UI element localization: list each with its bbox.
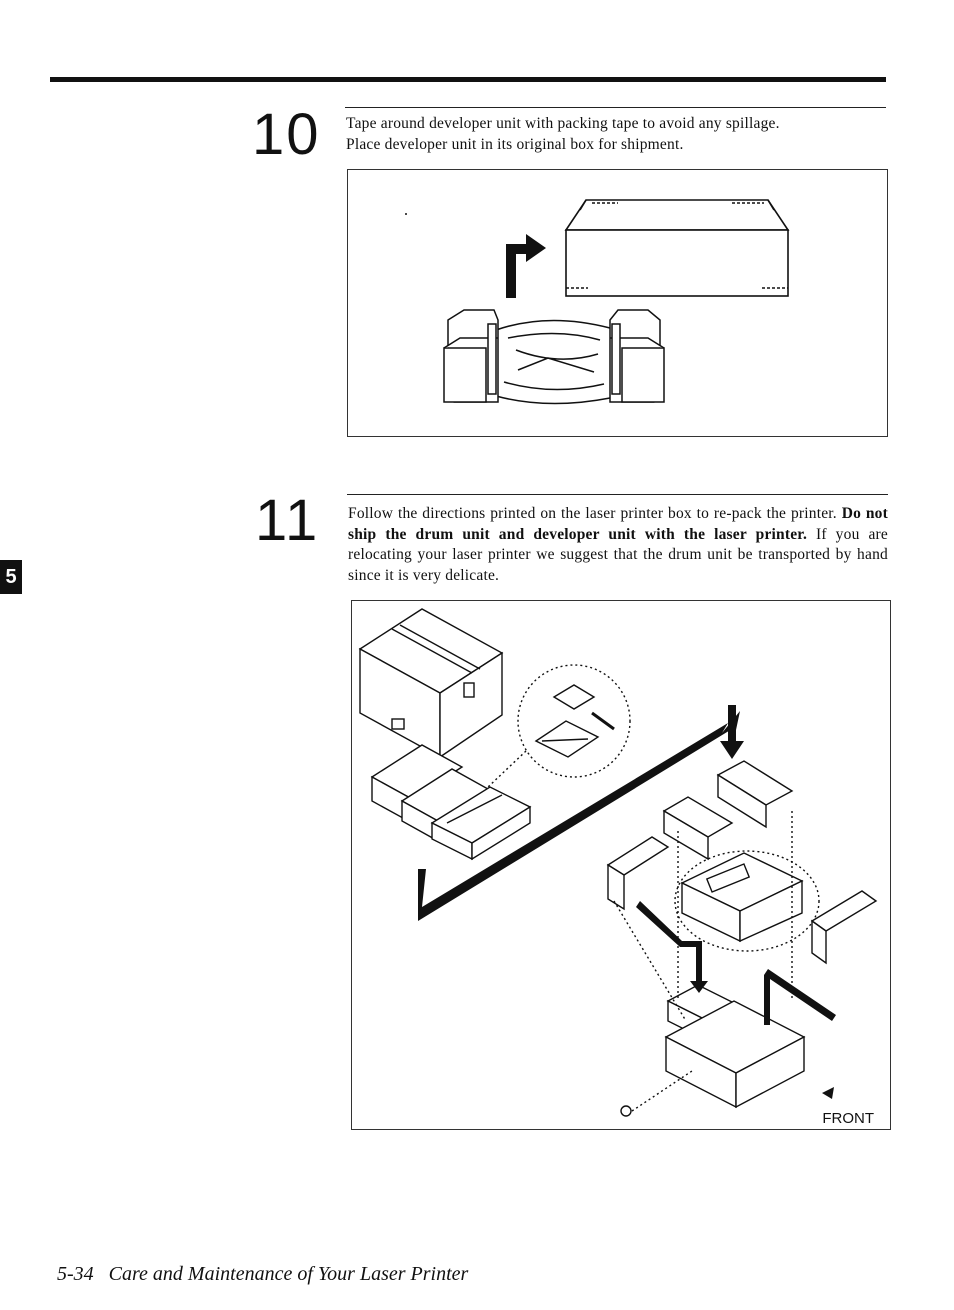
footer-page-number: 5-34 bbox=[57, 1263, 94, 1285]
step-11-text: Follow the directions printed on the las… bbox=[348, 504, 888, 586]
step-11-rule bbox=[347, 494, 888, 495]
section-tab: 5 bbox=[0, 560, 22, 594]
step-11-text-part-1: Follow the directions printed on the las… bbox=[348, 505, 842, 522]
header-rule bbox=[50, 77, 886, 82]
step-10-rule bbox=[345, 107, 886, 108]
step-10-text: Tape around developer unit with packing … bbox=[346, 114, 886, 155]
step-10-line-1: Tape around developer unit with packing … bbox=[346, 115, 780, 132]
developer-box-figure bbox=[347, 169, 888, 437]
step-number-11: 11 bbox=[255, 488, 320, 553]
footer-title: Care and Maintenance of Your Laser Print… bbox=[108, 1263, 469, 1285]
repack-illustration bbox=[358, 608, 878, 1117]
step-10-line-2: Place developer unit in its original box… bbox=[346, 135, 684, 153]
step-11-text-part-2: If you are relocating your laser printer… bbox=[348, 525, 888, 584]
front-label: FRONT bbox=[822, 1110, 874, 1127]
repack-printer-figure: FRONT bbox=[351, 600, 891, 1130]
step-11-warning: Do not ship the drum unit and developer … bbox=[348, 505, 888, 543]
step-number-10: 10 bbox=[252, 102, 321, 167]
page-footer: 5-34 Care and Maintenance of Your Laser … bbox=[57, 1263, 468, 1286]
developer-unit-illustration bbox=[405, 199, 790, 405]
